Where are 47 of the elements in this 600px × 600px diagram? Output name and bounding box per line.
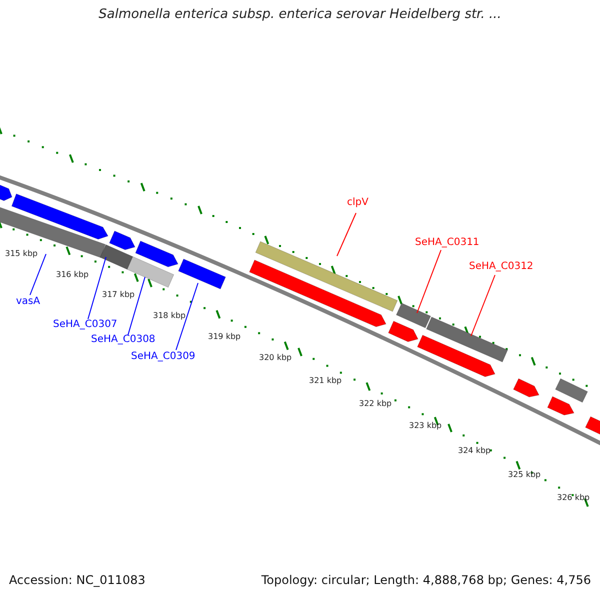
gene-bar [249, 260, 386, 328]
footer-text: Accession: NC_011083 [9, 574, 146, 588]
gene-bar [585, 416, 600, 436]
gene-bar [426, 316, 508, 362]
gene-bar [396, 302, 432, 328]
leader-line [176, 282, 198, 350]
scale-label: 320 kbp [259, 353, 292, 362]
gene-bar [547, 396, 574, 416]
leader-line [128, 276, 146, 336]
scale-label: 325 kbp [508, 470, 541, 480]
gene-bar [417, 334, 496, 378]
gene-label: SeHA_C0308 [91, 334, 156, 346]
gene-bar [0, 184, 12, 202]
gene-label: SeHA_C0309 [131, 351, 196, 362]
scale-label: 316 kbp [56, 270, 89, 280]
leader-line [88, 256, 106, 320]
gene-bar [126, 256, 174, 288]
gene-label: vasA [16, 296, 40, 308]
scale-label: 324 kbp [458, 446, 491, 456]
gene-label: SeHA_C0307 [53, 319, 118, 330]
leader-line [30, 254, 46, 296]
footer-text: Topology: circular; Length: 4,888,768 bp; Genes: 4,756 [261, 574, 591, 588]
gene-bar [135, 240, 178, 268]
scale-label: 321 kbp [309, 376, 342, 386]
gene-bar [255, 241, 398, 312]
gene-label: SeHA_C0311 [415, 237, 480, 248]
gene-bar [388, 320, 418, 342]
leader-line [416, 250, 442, 314]
scale-label: 317 kbp [102, 290, 135, 300]
gene-label: clpV [347, 197, 368, 208]
gene-bar [178, 258, 226, 290]
scale-label: 323 kbp [409, 421, 442, 430]
leader-line [470, 274, 496, 336]
leader-line [336, 212, 356, 256]
scale-label: 322 kbp [359, 399, 392, 408]
scale-label: 319 kbp [208, 332, 241, 342]
gene-bar [555, 378, 588, 403]
scale-label: 326 kbp [557, 493, 590, 502]
scale-label: 318 kbp [153, 311, 186, 320]
gene-bar [100, 244, 134, 270]
gene-bar [0, 206, 106, 258]
gene-bar [11, 194, 108, 240]
gene-bar [109, 230, 136, 250]
gene-bar [513, 378, 540, 398]
scale-label: 315 kbp [5, 249, 38, 258]
title: Salmonella enterica subsp. enterica serovar Heidelberg str. ... [98, 8, 502, 23]
gene-label: SeHA_C0312 [469, 261, 534, 272]
